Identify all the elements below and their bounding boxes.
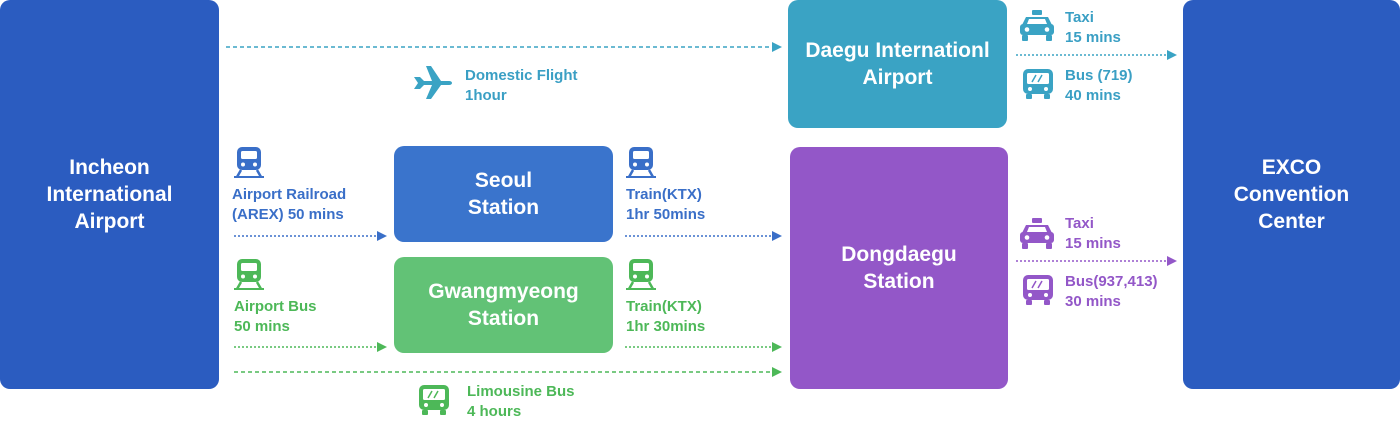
ktx-seoul-label: Train(KTX) 1hr 50mins xyxy=(626,186,706,223)
airplane-icon xyxy=(414,66,452,99)
ktx-gwangmyeong-label: Train(KTX) 1hr 30mins xyxy=(626,298,706,335)
bus-icon xyxy=(1023,275,1053,305)
train-icon xyxy=(626,259,656,290)
taxi-icon xyxy=(1020,218,1054,249)
exco-label: EXCO Convention Center xyxy=(1233,156,1350,233)
dongdaegu-station-box: Dongdaegu Station xyxy=(790,147,1008,389)
train-icon xyxy=(234,147,264,178)
seoul-station-label: Seoul Station xyxy=(467,169,540,219)
daegu-airport-box: Daegu Internationl Airport xyxy=(788,0,1007,128)
seoul-station-box: Seoul Station xyxy=(394,146,613,242)
dongdaegu-station-label: Dongdaegu Station xyxy=(841,243,957,293)
domestic-flight-label: Domestic Flight 1hour xyxy=(465,67,578,104)
airport-bus-label: Airport Bus 50 mins xyxy=(234,298,317,335)
train-icon xyxy=(234,259,264,290)
incheon-airport-box: Incheon International Airport xyxy=(0,0,219,389)
taxi-icon xyxy=(1020,10,1054,41)
bus-dongdaegu-label: Bus(937,413) 30 mins xyxy=(1065,273,1158,310)
bus-icon xyxy=(1023,69,1053,99)
taxi-dongdaegu-label: Taxi 15 mins xyxy=(1065,215,1121,252)
exco-box: EXCO Convention Center xyxy=(1183,0,1400,389)
bus-airport-label: Bus (719) 40 mins xyxy=(1065,67,1133,104)
gwangmyeong-station-box: Gwangmyeong Station xyxy=(394,257,613,353)
bus-icon xyxy=(419,385,449,415)
arex-label: Airport Railroad (AREX) 50 mins xyxy=(232,186,347,223)
gwangmyeong-station-label: Gwangmyeong Station xyxy=(428,280,579,330)
limousine-label: Limousine Bus 4 hours xyxy=(467,383,575,420)
incheon-airport-label: Incheon International Airport xyxy=(46,156,173,233)
taxi-airport-label: Taxi 15 mins xyxy=(1065,9,1121,46)
train-icon xyxy=(626,147,656,178)
daegu-airport-label: Daegu Internationl Airport xyxy=(805,39,990,89)
